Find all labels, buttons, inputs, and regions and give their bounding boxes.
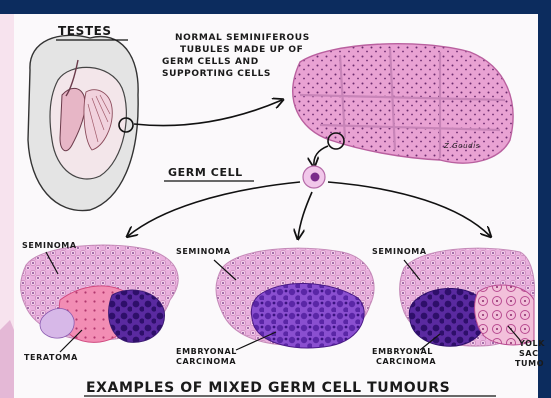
label-tubules-line2: TUBULES MADE UP OF xyxy=(180,45,303,55)
label-germ-cell: GERM CELL xyxy=(168,166,243,179)
tumour1-label-teratoma: TERATOMA xyxy=(24,353,78,362)
tumour-1 xyxy=(21,245,179,342)
tumour2-label-embryonal-line2: CARCINOMA xyxy=(176,357,236,366)
label-tubules-line1: NORMAL SEMINIFEROUS xyxy=(175,33,310,43)
tumour3-label-seminoma: SEMINOMA xyxy=(372,247,427,256)
tumour-2 xyxy=(216,248,374,348)
tumour1-label-seminoma: SEMINOMA xyxy=(22,241,77,250)
tumour3-label-embryonal-line2: CARCINOMA xyxy=(376,357,436,366)
tumour3-label-embryonal-line1: EMBRYONAL xyxy=(372,347,433,356)
signature: Z.Goudis xyxy=(443,142,480,150)
germ-cell xyxy=(303,166,325,188)
tumour2-label-seminoma: SEMINOMA xyxy=(176,247,231,256)
tumour2-embryonal xyxy=(251,283,364,348)
label-tubules-line4: SUPPORTING CELLS xyxy=(162,69,271,79)
top-bar xyxy=(0,0,551,14)
tumour3-label-yolk-line1: YOLK xyxy=(518,339,545,348)
tumour3-label-yolk-line3: TUMO xyxy=(515,359,544,368)
tumour3-yolk-sac xyxy=(475,285,534,345)
tumour3-embryonal xyxy=(409,288,486,346)
tumour3-label-yolk-line2: SAC xyxy=(519,349,539,358)
label-tubules-line3: GERM CELLS AND xyxy=(162,57,259,67)
label-testes: TESTES xyxy=(58,24,112,38)
bottom-left-decor xyxy=(0,320,14,398)
caption: EXAMPLES OF MIXED GERM CELL TUMOURS xyxy=(86,380,450,396)
tumour2-label-embryonal-line1: EMBRYONAL xyxy=(176,347,237,356)
tumour-3 xyxy=(400,248,535,346)
tumour1-embryonal xyxy=(109,290,165,342)
